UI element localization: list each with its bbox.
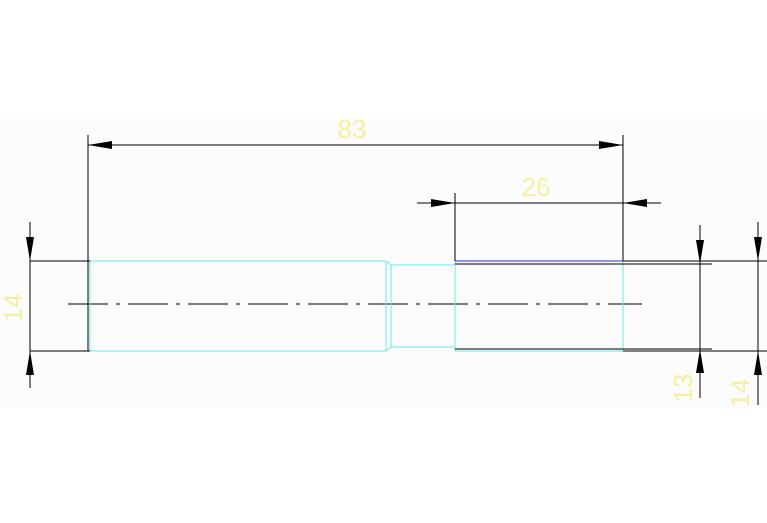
dimension-right-inner-diameter[interactable] [696, 225, 704, 398]
arrow-head [431, 199, 455, 207]
arrow-head [88, 141, 112, 149]
dimension-text-left-diameter: 14 [0, 294, 28, 323]
extension-lines [30, 135, 767, 352]
dimension-left-diameter[interactable] [26, 222, 34, 388]
arrow-head [696, 240, 704, 264]
dimension-text-right-inner-diameter: 13 [668, 374, 698, 403]
drawing-area [0, 118, 767, 408]
dimension-right-outer-diameter[interactable] [754, 222, 762, 405]
dimension-text-overall-length: 83 [338, 114, 367, 144]
shaft-outline [89, 260, 624, 352]
dimension-overall-length[interactable] [88, 141, 623, 149]
arrow-head [623, 199, 647, 207]
arrow-head [26, 351, 34, 375]
arrow-head [599, 141, 623, 149]
dimension-text-right-outer-diameter: 14 [725, 379, 755, 408]
arrow-head [754, 237, 762, 261]
dimension-text-thread-length: 26 [522, 172, 551, 202]
arrow-head [696, 349, 704, 373]
arrow-head [26, 237, 34, 261]
arrow-head [754, 351, 762, 375]
dimension-thread-length[interactable] [417, 199, 661, 207]
